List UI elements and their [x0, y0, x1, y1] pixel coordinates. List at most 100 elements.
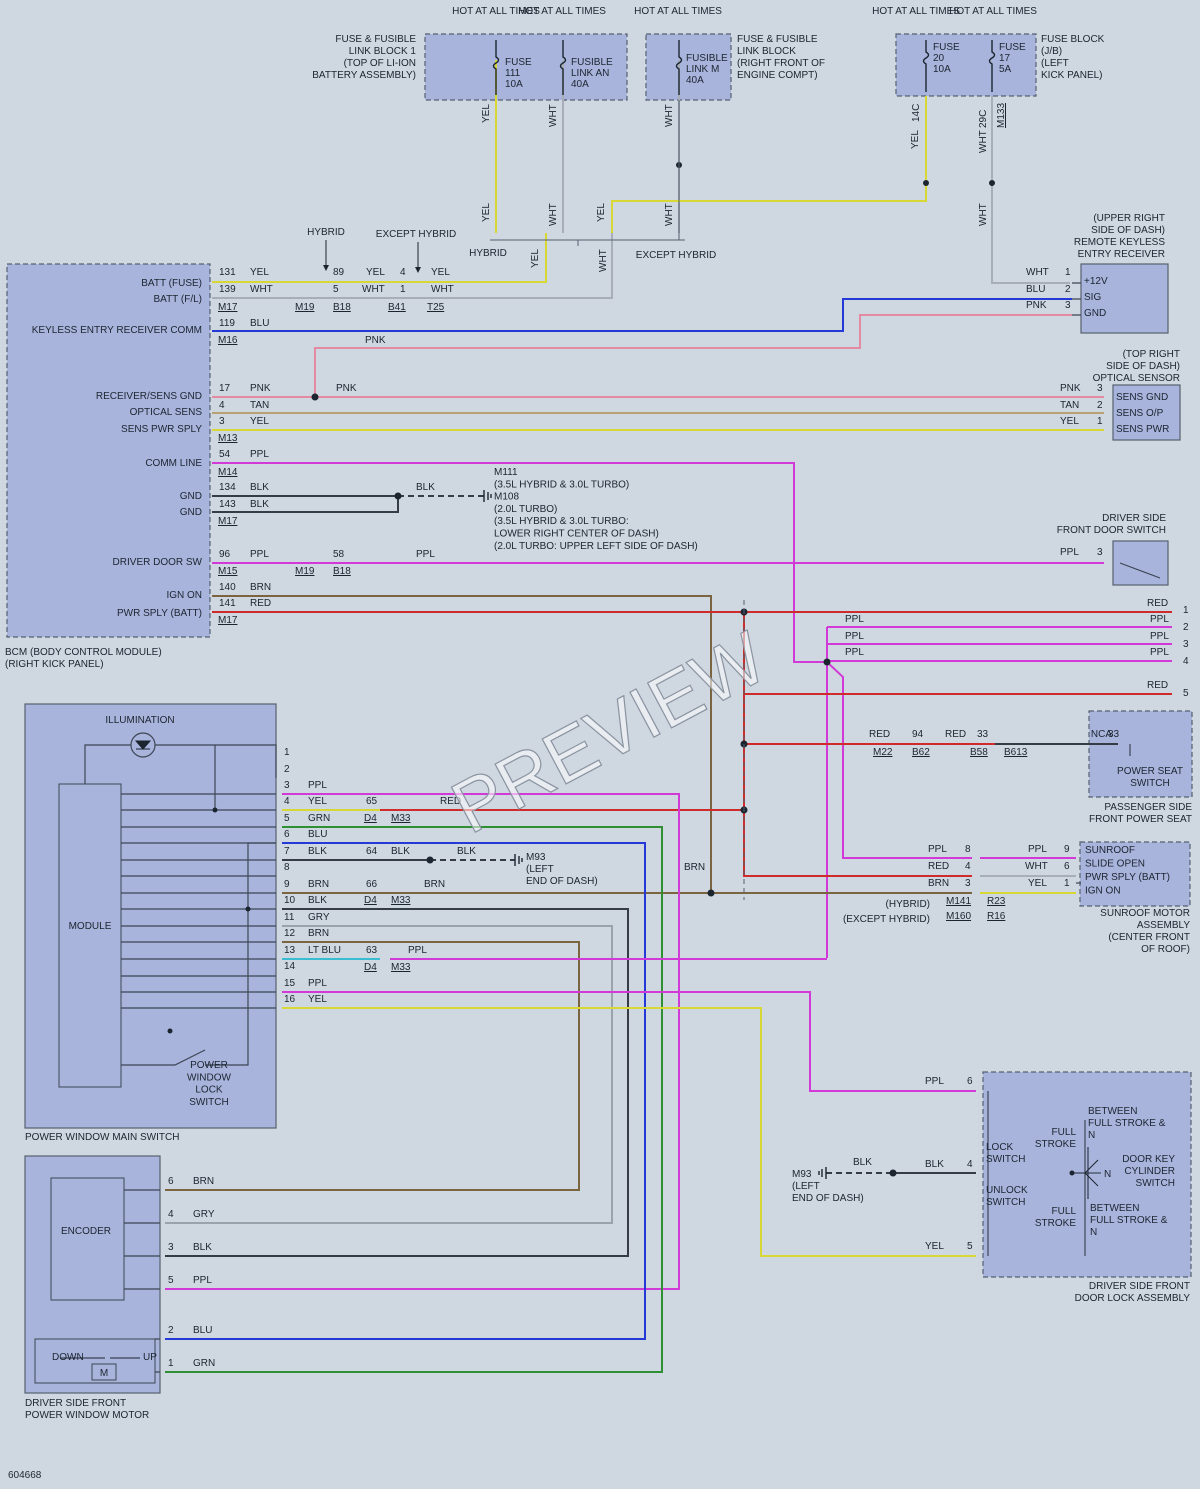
wire-annotation: BLK	[457, 846, 476, 857]
wire-annotation: 5	[1183, 688, 1189, 699]
wire-annotation: BLU	[193, 1325, 212, 1336]
text-line: (J/B)	[1041, 46, 1062, 57]
text-line: ENGINE COMPT)	[737, 70, 818, 81]
wire-annotation: BLK	[925, 1159, 944, 1170]
text-line: DRIVER SIDE	[1102, 513, 1166, 524]
wire-annotation: BLK	[250, 482, 269, 493]
wire-annotation: RED	[928, 861, 949, 872]
wire-color-tag: WHT	[598, 249, 609, 272]
text-line: (LEFT	[792, 1181, 820, 1192]
text-line: WINDOW	[187, 1072, 231, 1083]
wire-annotation: PPL	[408, 945, 427, 956]
wire-annotation: BLK	[853, 1157, 872, 1168]
wire-annotation: B58	[970, 747, 988, 758]
wire-wht-batt	[212, 233, 613, 299]
text-line: (TOP RIGHT	[1123, 349, 1180, 360]
keyless-receiver-box	[1080, 263, 1169, 334]
wire-annotation: GRN	[308, 813, 330, 824]
wire-annotation: M16	[218, 335, 238, 346]
wire-annotation: 2	[1097, 400, 1103, 411]
wire-annotation: PPL	[1028, 844, 1047, 855]
wire-annotation: PPL	[845, 631, 864, 642]
wire-annotation: 119	[219, 318, 235, 329]
wire-annotation: BLK	[308, 846, 327, 857]
wire-annotation: 33	[1108, 729, 1120, 740]
wire-annotation: 1	[284, 747, 290, 758]
wire-annotation: 4	[219, 400, 225, 411]
text-line: SENS GND	[1116, 392, 1168, 403]
wire-annotation: D4	[364, 895, 377, 906]
wire-annotation: T25	[427, 302, 445, 313]
text-line: PASSENGER SIDE	[1104, 802, 1192, 813]
wire-annotation: 3	[1065, 300, 1071, 311]
text-line: KICK PANEL)	[1041, 70, 1103, 81]
wire-blk-sw10	[165, 908, 629, 1257]
wire-annotation: PPL	[925, 1076, 944, 1087]
wire-annotation: 3	[1183, 639, 1189, 650]
sunroof-box	[1079, 841, 1191, 907]
text-line: 10A	[505, 79, 523, 90]
wire-annotation: 2	[1065, 284, 1071, 295]
text-line: LINK BLOCK 1	[349, 46, 417, 57]
wire-blu-keyless	[212, 298, 1072, 332]
wire-annotation: BLK	[308, 895, 327, 906]
wire-annotation: 96	[219, 549, 231, 560]
wire-blk-gnd2	[212, 496, 399, 513]
wire-annotation: 4	[965, 861, 971, 872]
bcm-pin-optical: OPTICAL SENS	[130, 407, 203, 418]
text-line: M111	[494, 467, 518, 478]
wire-annotation: M19	[295, 302, 315, 313]
sunroof-hybrid-label: (HYBRID)	[886, 899, 930, 910]
wire-annotation: 3	[284, 780, 290, 791]
wire-annotation: BRN	[684, 862, 705, 873]
illumination-label: ILLUMINATION	[105, 715, 174, 726]
wire-annotation: PNK	[1060, 383, 1081, 394]
wire-annotation: B18	[333, 302, 351, 313]
text-line: ENTRY RECEIVER	[1078, 249, 1165, 260]
splice-dots	[167, 162, 1075, 1177]
wire-annotation: 54	[219, 449, 231, 460]
wire-annotation: M22	[873, 747, 893, 758]
wire-ppl-sw3	[165, 793, 680, 1290]
wire-annotation: D4	[364, 962, 377, 973]
text-line: LINK BLOCK	[737, 46, 796, 57]
text-line: M108	[494, 492, 519, 503]
wire-annotation: 1	[168, 1358, 174, 1369]
wire-wht-f17	[991, 96, 1070, 284]
wire-annotation: 94	[912, 729, 924, 740]
motor-up-label: UP	[143, 1352, 157, 1363]
except-hybrid-label: EXCEPT HYBRID	[376, 229, 456, 240]
text-line: UNLOCK	[986, 1185, 1028, 1196]
wire-annotation: 3	[168, 1242, 174, 1253]
wire-annotation: M15	[218, 566, 238, 577]
wire-annotation: 3	[965, 878, 971, 889]
wire-annotation: BRN	[193, 1176, 214, 1187]
wire-blu-sw6	[165, 842, 646, 1340]
wire-annotation: M33	[391, 962, 411, 973]
hybrid-label-2: HYBRID	[469, 248, 507, 259]
wire-annotation: M14	[218, 467, 238, 478]
hot-at-all-times-labels: HOT AT ALL TIMES HOT AT ALL TIMES HOT AT…	[452, 6, 1037, 17]
encoder-box	[50, 1177, 125, 1301]
wire-annotation: YEL	[366, 267, 385, 278]
ground-note: M111(3.5L HYBRID & 3.0L TURBO)M108(2.0L …	[494, 467, 698, 552]
wire-annotation: BLU	[250, 318, 269, 329]
wire-annotation: B41	[388, 302, 406, 313]
text-line: 40A	[571, 79, 589, 90]
text-line: M93	[526, 852, 546, 863]
text-line: FUSE & FUSIBLE	[737, 34, 818, 45]
wire-annotation: 131	[219, 267, 236, 278]
hot-label: HOT AT ALL TIMES	[518, 6, 606, 17]
text-line: BATTERY ASSEMBLY)	[312, 70, 416, 81]
wire-annotation: M33	[391, 895, 411, 906]
text-line: ASSEMBLY	[1137, 920, 1190, 931]
